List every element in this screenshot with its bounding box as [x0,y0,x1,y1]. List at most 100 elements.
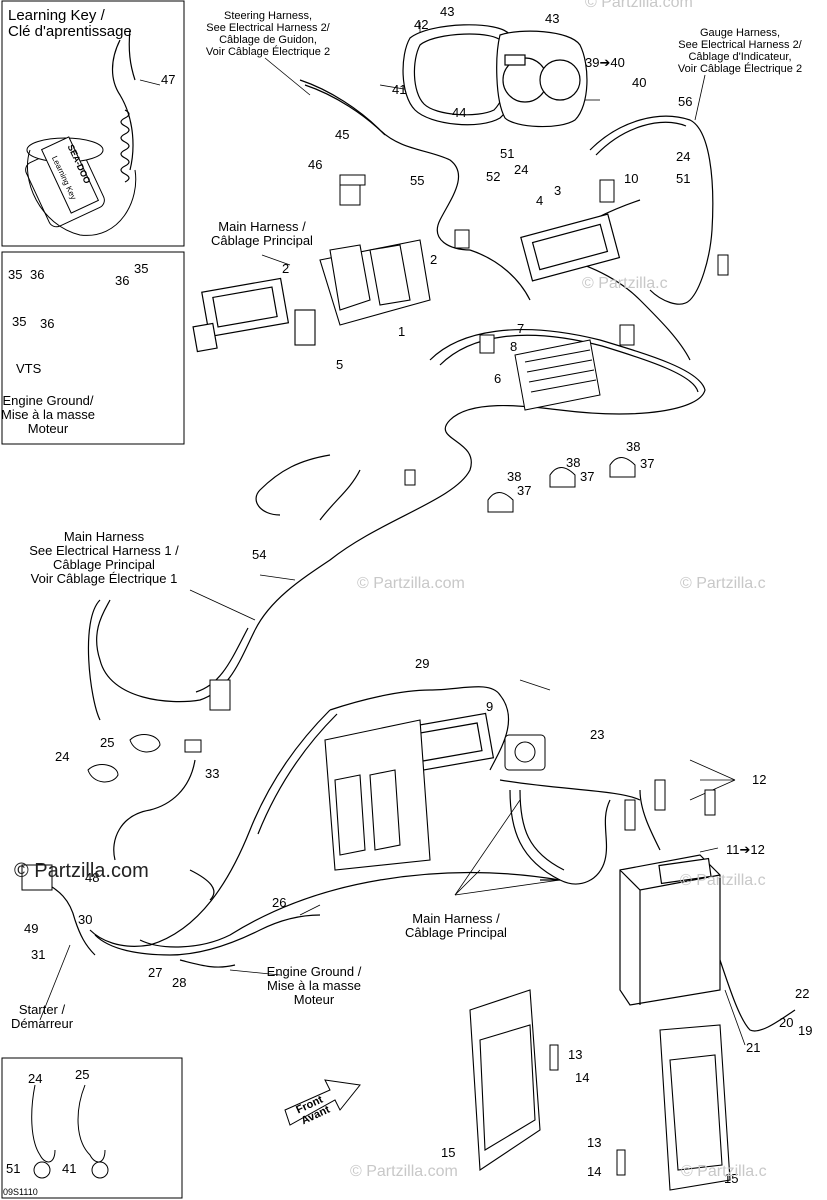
part-number: 9 [486,699,494,714]
part-number: 43 [545,11,560,26]
part-number: 48 [85,870,100,885]
harness-branch [113,759,196,861]
part-number: 39➔40 [585,55,625,70]
watermark: © Partzilla.com [585,0,693,11]
watermark: © Partzilla.c [680,575,766,592]
part-number: 41 [392,82,407,97]
part-number: 1 [398,324,406,339]
part-number: 13 [587,1135,602,1150]
part-number: 43 [440,4,455,19]
main-harness-bottom-label: Main Harness / Câblage Principal [405,911,507,940]
part-number: 35 [12,314,27,329]
main-harness-wire [195,627,249,693]
part-number: 24 [676,149,691,164]
starter-wire [179,959,236,968]
main-harness-wire [89,709,331,947]
steering-harness-label: Steering Harness, See Electrical Harness… [205,10,331,58]
harness-branch [255,454,331,516]
starter-wire [39,879,96,956]
part-number: 38 [566,455,581,470]
part-number: 21 [746,1040,761,1055]
part-number: 24 [55,749,70,764]
drawing-code: 09S1110 [3,1187,38,1197]
part-number: 28 [172,975,187,990]
gauge-harness-wire [595,121,687,156]
part-number: 51 [6,1161,21,1176]
starter-label: Starter / Démarreur [10,1002,74,1031]
part-number: 55 [410,173,425,188]
main-harness-top-label: Main Harness / Câblage Principal [211,219,313,248]
part-number: 46 [308,157,323,172]
key-coil [120,109,130,183]
part-number: 36 [115,273,130,288]
part-number: 15 [441,1145,456,1160]
battery-holder [469,989,731,1191]
steering-harness-wire [304,84,386,136]
part-number: 10 [624,171,639,186]
part-number: 24 [514,162,529,177]
watermark: © Partzilla.c [680,872,766,889]
connectors [21,174,729,891]
engine-ground-bottom-label: Engine Ground / Mise à la masse Moteur [266,964,362,1007]
part-number: 38 [626,439,641,454]
part-number: 35 [134,261,149,276]
harness-clips [487,457,636,513]
part-number: 51 [500,146,515,161]
part-number: 31 [31,947,46,962]
main-harness-wire [329,686,510,771]
steering-harness-wire [299,79,471,251]
part-number: 14 [587,1164,602,1179]
part-number: 30 [78,912,93,927]
part-number: 2 [430,252,438,267]
part-number: 8 [510,339,518,354]
engine-ground-wire [94,914,321,956]
part-number: 20 [779,1015,794,1030]
main-harness-wire [257,713,338,835]
watermark: © Partzilla.com [357,575,465,592]
part-number: 36 [40,316,55,331]
ties [87,734,161,783]
main-harness-left-label: Main Harness See Electrical Harness 1 / … [29,529,179,586]
watermark: © Partzilla.com [350,1163,458,1180]
voltage-regulator [514,339,601,411]
part-number: 23 [590,727,605,742]
key-cord [111,39,134,171]
starter-solenoid [504,734,546,771]
part-number: 41 [62,1161,77,1176]
part-number: 47 [161,72,176,87]
gauge-harness-wire [589,115,714,305]
part-number: 6 [494,371,502,386]
part-number: 54 [252,547,267,562]
negative-cable [719,959,796,1032]
positive-cable [639,789,661,851]
part-number: 44 [452,105,467,120]
part-number: 37 [517,483,532,498]
harness-branch [319,469,361,521]
part-number: 25 [75,1067,90,1082]
ecm-module [192,213,621,773]
part-number: 38 [507,469,522,484]
watermark: © Partzilla.c [681,1163,767,1180]
learning-key-label: Learning Key / Clé d'aprentissage [8,7,132,40]
key-cord [128,29,136,81]
inset-parts [31,1084,109,1179]
main-harness-wire [519,789,565,871]
part-number: 37 [640,456,655,471]
main-harness-wire [509,789,611,885]
watermark: © Partzilla.c [582,275,668,292]
main-harness-wire [254,328,706,631]
part-number: 37 [580,469,595,484]
vts-label: VTS [16,361,42,376]
gauge-harness-label: Gauge Harness, See Electrical Harness 2/… [677,27,803,75]
learning-key-tag [25,136,137,236]
part-number: 56 [678,94,693,109]
main-harness-wire [469,249,531,301]
part-number: 51 [676,171,691,186]
watermark-primary: © Partzilla.com [14,860,149,882]
part-number: 7 [517,321,525,336]
part-number: 29 [415,656,430,671]
part-number: 13 [568,1047,583,1062]
part-number: 35 [8,267,23,282]
part-number: 33 [205,766,220,781]
